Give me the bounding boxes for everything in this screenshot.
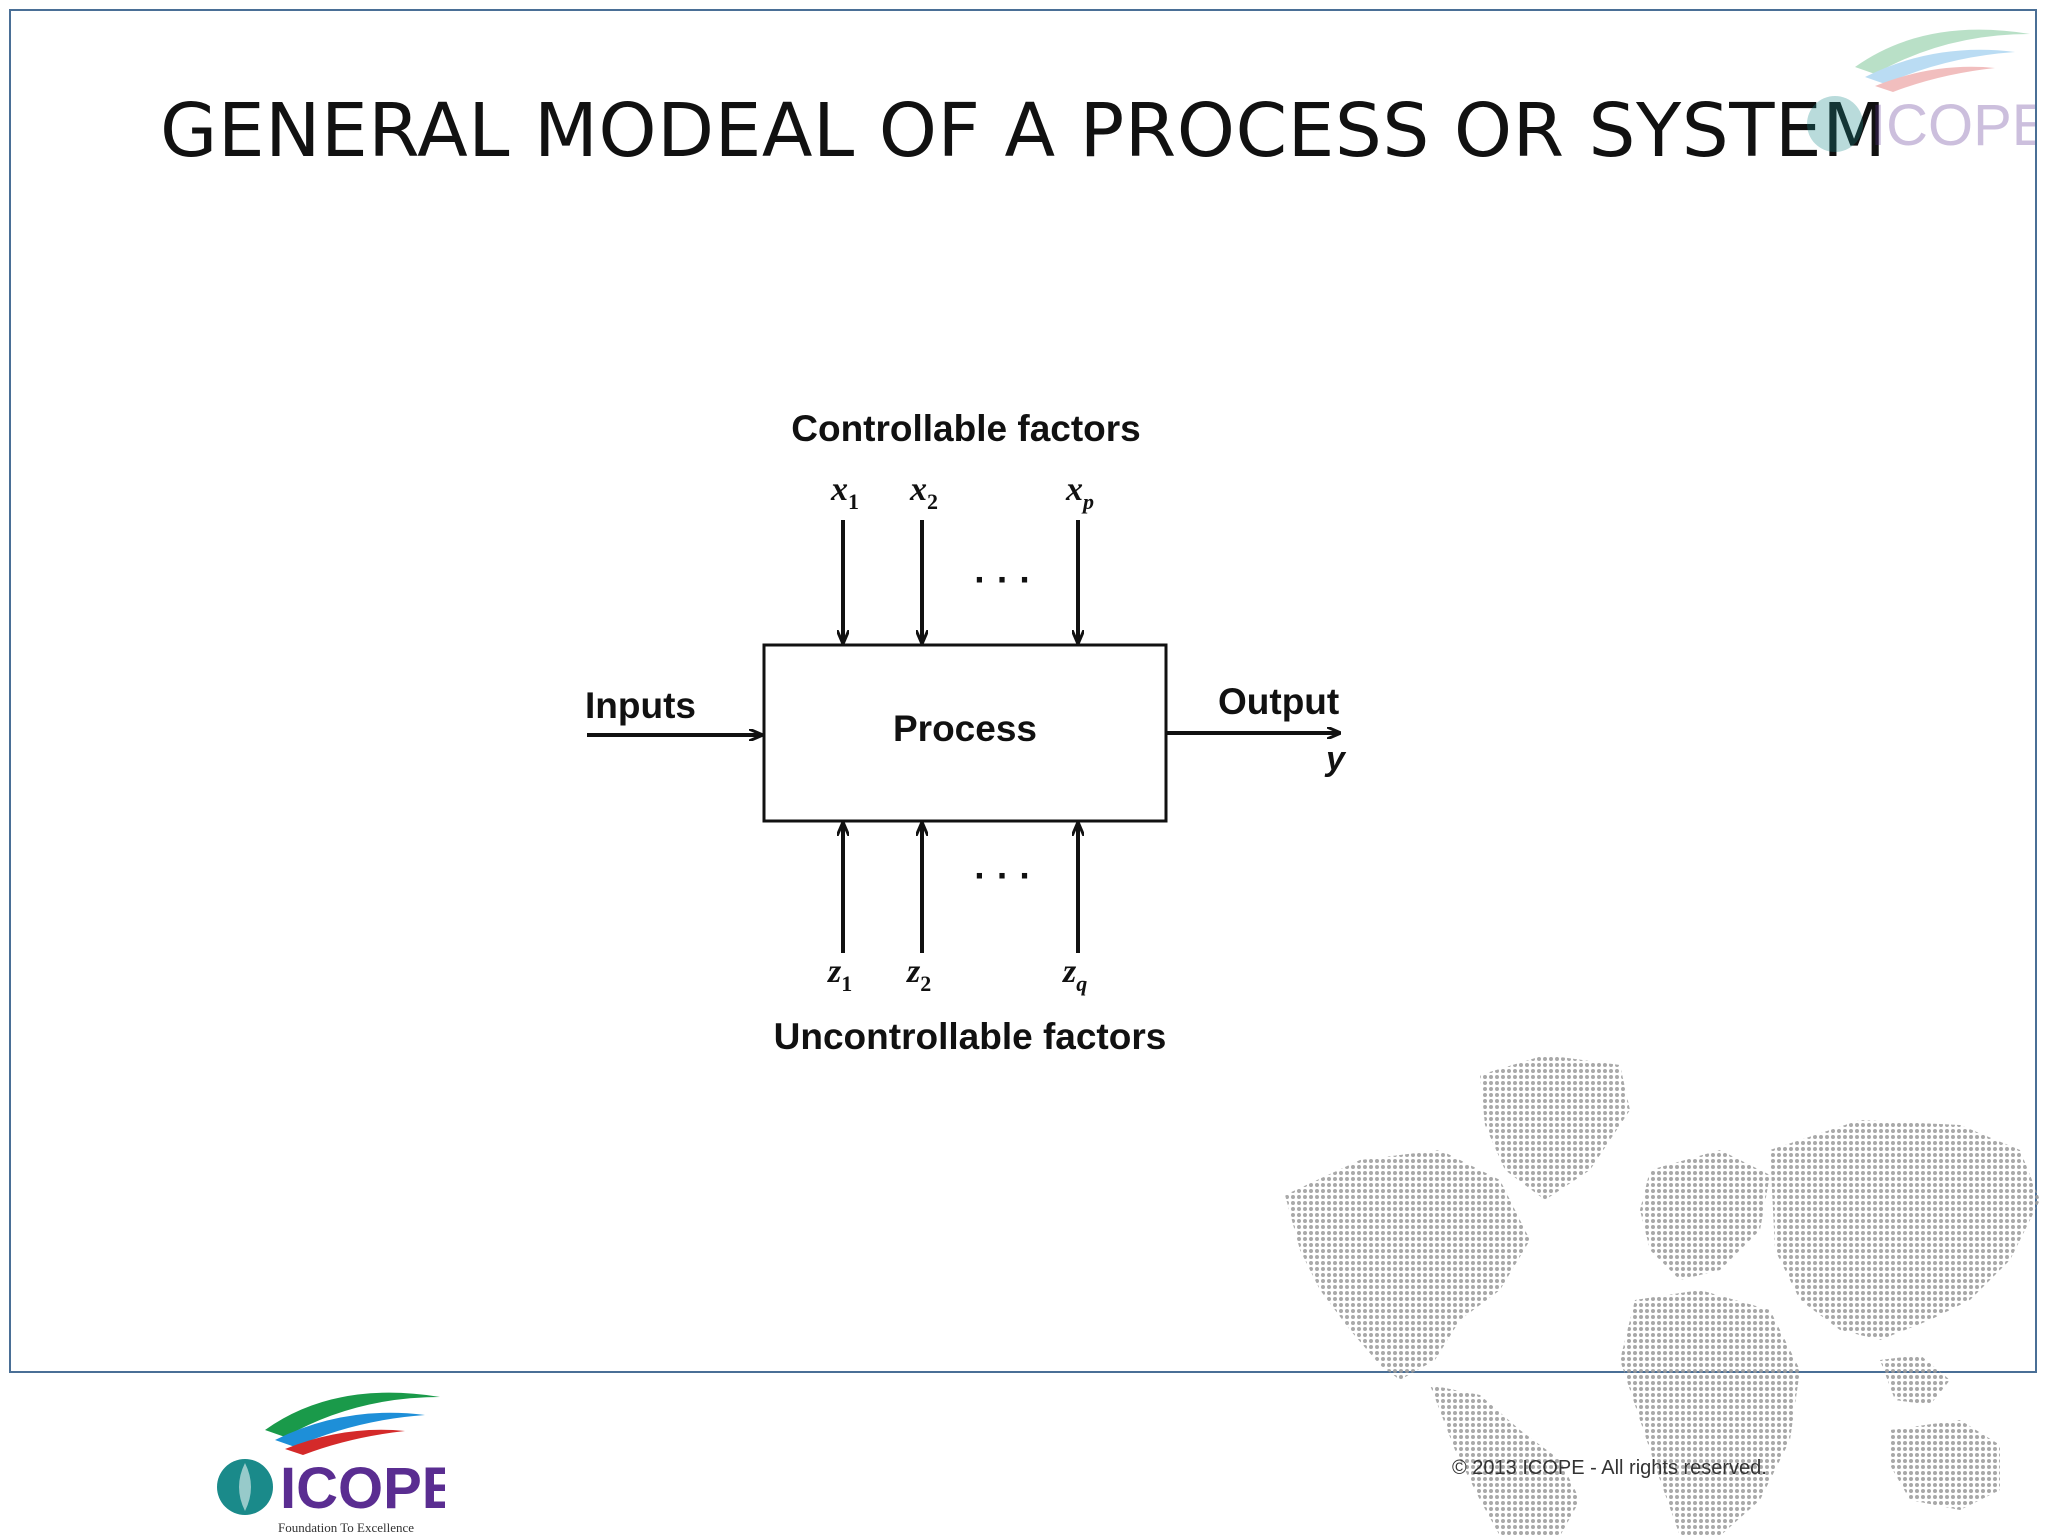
controllable-var-x1: x1 <box>830 471 859 514</box>
controllable-var-xp: xp <box>1065 471 1094 514</box>
controllable-var-x2: x2 <box>909 471 938 514</box>
copyright-notice: © 2013 ICOPE - All rights reserved. <box>1452 1457 1767 1479</box>
uncontrollable-var-zq: zq <box>1062 953 1087 996</box>
inputs-label: Inputs <box>585 685 696 726</box>
process-box <box>762 643 1168 823</box>
icope-logo: ICOPE Foundation To Excellence <box>217 1392 445 1535</box>
uncontrollable-var-z2: z2 <box>906 953 931 996</box>
output-variable: y <box>1324 740 1347 778</box>
svg-text:ICOPE: ICOPE <box>280 1456 445 1521</box>
process-label: Process <box>893 708 1037 749</box>
svg-text:ICOPE: ICOPE <box>1870 93 2035 158</box>
uncontrollable-var-z1: z1 <box>827 953 852 996</box>
svg-text:Foundation To Excellence: Foundation To Excellence <box>278 1520 414 1535</box>
controllable-ellipsis: · · · <box>974 559 1032 600</box>
slide-title: GENERAL MODEAL OF A PROCESS OR SYSTEM <box>160 88 1887 174</box>
output-label: Output <box>1218 681 1339 722</box>
uncontrollable-ellipsis: · · · <box>974 855 1032 896</box>
slide-frame <box>9 9 2037 1373</box>
icope-logo-watermark: ICOPE <box>1807 29 2035 158</box>
uncontrollable-factors-label: Uncontrollable factors <box>774 1016 1167 1057</box>
controllable-factors-label: Controllable factors <box>791 408 1141 449</box>
